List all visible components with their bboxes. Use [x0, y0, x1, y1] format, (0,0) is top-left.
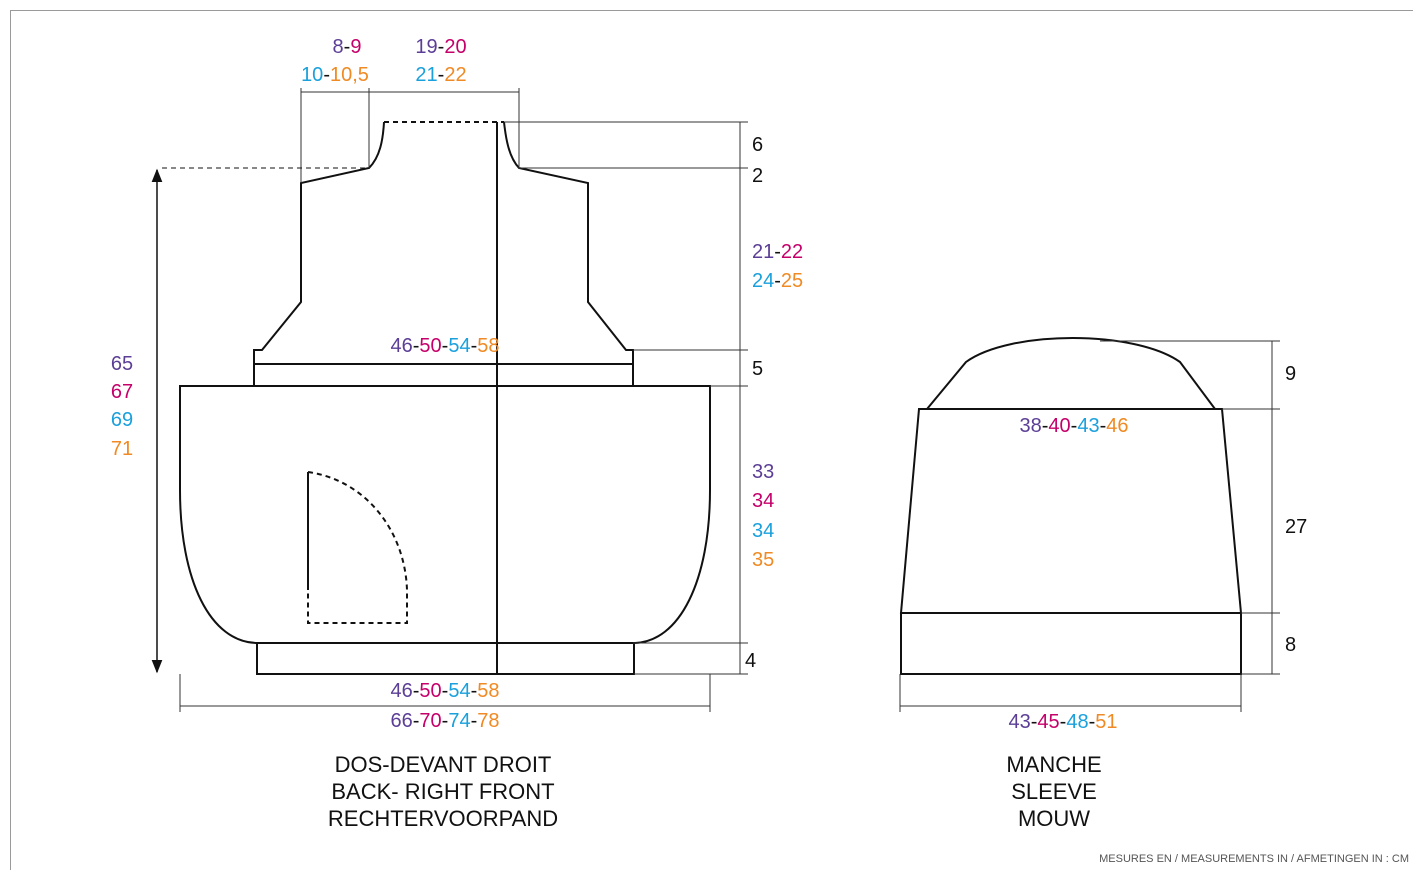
neck-width-s3: 10: [301, 64, 323, 86]
total-length-s4: 71: [111, 438, 133, 460]
cap-height-label: 9: [1285, 363, 1296, 385]
full-width-label: 66-70-74-78: [390, 710, 499, 732]
pocket-outline: [307, 471, 408, 624]
neck-width-s2: 9: [350, 36, 361, 58]
yoke-band-label: 5: [752, 358, 763, 380]
body-height-s1: 33: [752, 461, 774, 483]
body-upper-outline: [253, 121, 385, 364]
armhole-height-label-2: 24-25: [752, 270, 803, 292]
armhole-s3: 24: [752, 270, 774, 292]
armhole-height-label-1: 21-22: [752, 241, 803, 263]
body-title-fr: DOS-DEVANT DROIT: [335, 752, 552, 777]
diagram-frame: [10, 10, 1413, 870]
sleeve-bottom-width-label: 43-45-48-51: [1008, 711, 1117, 733]
body-height-s4: 35: [752, 549, 774, 571]
body-title-nl: RECHTERVOORPAND: [328, 806, 558, 831]
body-title-en: BACK- RIGHT FRONT: [331, 779, 554, 804]
sleeve-outline: [899, 337, 1243, 614]
body-height-s3: 34: [752, 520, 774, 542]
neck-width-s4: 10,5: [330, 64, 369, 86]
shoulder-drop-label: 2: [752, 165, 763, 187]
cuff-height-label: 8: [1285, 634, 1296, 656]
sleeve-cuff: [900, 612, 1242, 675]
cap-width-label: 38-40-43-46: [1019, 415, 1128, 437]
body-piece-shape: [179, 121, 711, 675]
sleeve-piece-shape: [899, 337, 1243, 675]
sleeve-height-label: 27: [1285, 516, 1307, 538]
body-upper-outline-right: [503, 121, 634, 364]
shoulder-width-s3: 21: [415, 64, 437, 86]
measurements-unit-note: MESURES EN / MEASUREMENTS IN / AFMETINGE…: [1099, 853, 1409, 865]
neck-width-label-1: 8-9: [333, 36, 362, 58]
sleeve-title-en: SLEEVE: [1011, 779, 1097, 804]
yoke-width-label: 46-50-54-58: [390, 335, 499, 357]
neck-width-label-2: 10-10,5: [301, 64, 369, 86]
total-length-s1: 65: [111, 353, 133, 375]
sleeve-dimension-lines: [899, 340, 1280, 712]
body-lower-outline: [179, 385, 711, 644]
shoulder-width-s1: 19: [415, 36, 437, 58]
yoke-band: [253, 363, 634, 387]
neck-width-s1: 8: [333, 36, 344, 58]
hem-band-label: 4: [745, 650, 756, 672]
body-dimension-lines: [151, 88, 748, 712]
hem-band: [256, 642, 635, 675]
body-height-s2: 34: [752, 490, 774, 512]
hem-width-label: 46-50-54-58: [390, 680, 499, 702]
sleeve-title-nl: MOUW: [1018, 806, 1090, 831]
armhole-s4: 25: [781, 270, 803, 292]
armhole-s2: 22: [781, 241, 803, 263]
sleeve-title-fr: MANCHE: [1006, 752, 1101, 777]
shoulder-width-label-2: 21-22: [415, 64, 466, 86]
neck-height-label: 6: [752, 134, 763, 156]
shoulder-width-s4: 22: [444, 64, 466, 86]
shoulder-width-label-1: 19-20: [415, 36, 466, 58]
total-length-s2: 67: [111, 381, 133, 403]
shoulder-width-s2: 20: [444, 36, 466, 58]
armhole-s1: 21: [752, 241, 774, 263]
total-length-s3: 69: [111, 409, 133, 431]
